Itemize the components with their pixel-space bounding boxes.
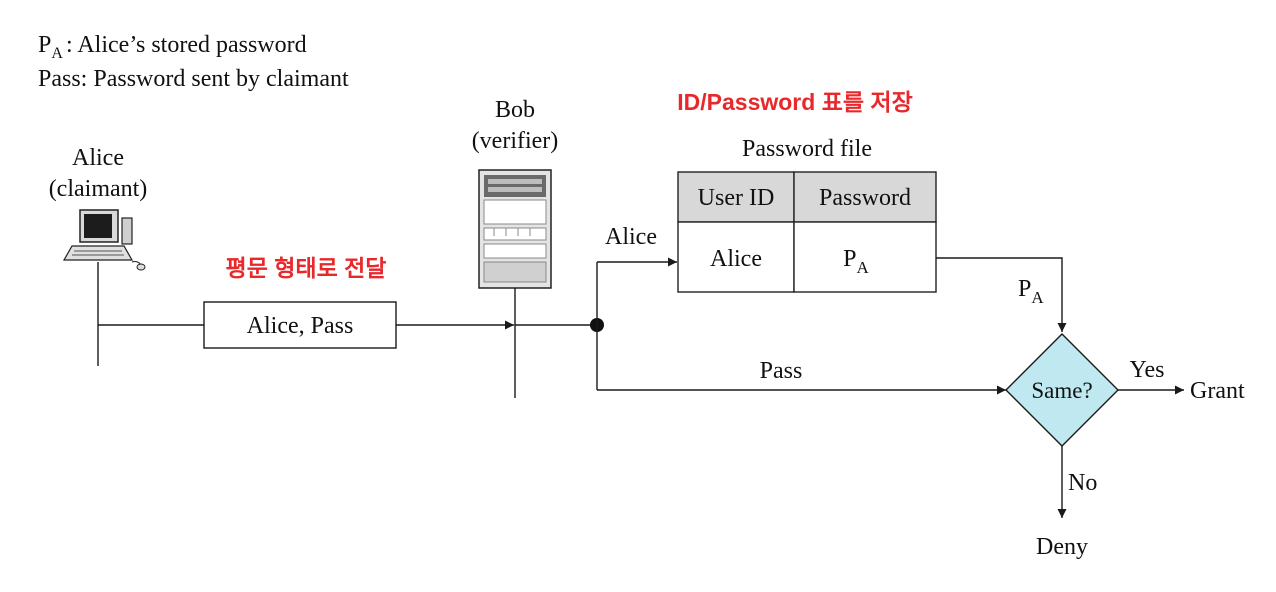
row-cell-password bbox=[793, 221, 937, 293]
legend-pass-description: Pass: Password sent by claimant bbox=[38, 66, 349, 92]
alice-lookup-label: Alice bbox=[605, 224, 657, 250]
bob-name: Bob bbox=[495, 97, 535, 123]
alice-name: Alice bbox=[72, 145, 124, 171]
message-text: Alice, Pass bbox=[247, 313, 354, 339]
row-user-id: Alice bbox=[710, 246, 762, 272]
password-file-table: User ID Password Alice PA bbox=[677, 171, 937, 293]
row-cell-user-id bbox=[677, 221, 795, 293]
no-label: No bbox=[1068, 470, 1097, 496]
message-box: Alice, Pass bbox=[203, 301, 397, 349]
header-cell-user-id bbox=[677, 171, 795, 223]
legend-pa-description: : Alice’s stored password bbox=[66, 32, 307, 58]
row-password: PA bbox=[843, 246, 869, 277]
computer-icon bbox=[62, 209, 146, 271]
legend: PA : Alice’s stored password Pass: Passw… bbox=[38, 32, 349, 92]
pass-label: Pass bbox=[760, 358, 803, 384]
header-cell-password bbox=[793, 171, 937, 223]
bob-role: (verifier) bbox=[472, 128, 559, 154]
legend-pa-symbol: PA bbox=[38, 32, 63, 62]
plaintext-note: 평문 형태로 전달 bbox=[226, 255, 387, 281]
grant-label: Grant bbox=[1190, 378, 1245, 404]
decision-label: Same? bbox=[1031, 378, 1092, 403]
header-password: Password bbox=[819, 185, 911, 211]
decision-diamond: Same? bbox=[1005, 333, 1119, 447]
store-note: ID/Password 표를 저장 bbox=[677, 89, 912, 115]
yes-label: Yes bbox=[1130, 357, 1165, 383]
stored-password-arrow bbox=[936, 257, 1067, 332]
server-icon bbox=[478, 169, 552, 289]
alice-role: (claimant) bbox=[49, 176, 148, 202]
header-user-id: User ID bbox=[698, 185, 775, 211]
stored-password-label: PA bbox=[1018, 276, 1044, 307]
password-file-title: Password file bbox=[742, 136, 872, 162]
deny-label: Deny bbox=[1036, 534, 1088, 560]
